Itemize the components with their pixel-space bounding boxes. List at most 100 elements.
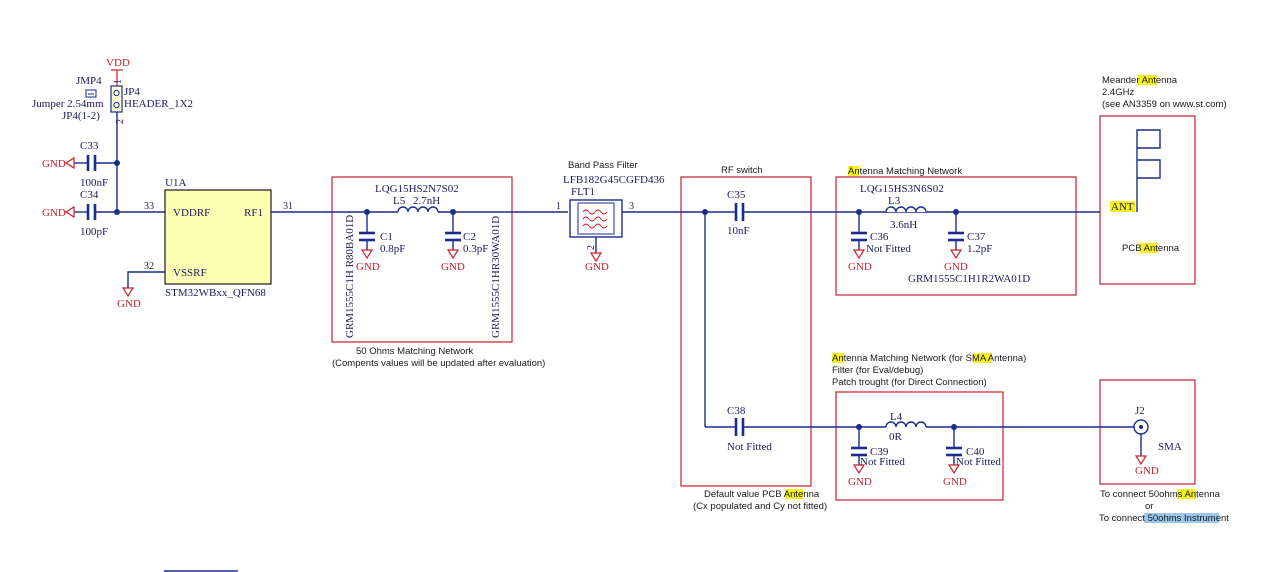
pcb-antenna-box — [1099, 115, 1196, 285]
c38-capacitor: C38 Not Fitted — [727, 405, 772, 453]
pcb-antenna-name: PCB Antenna — [1122, 243, 1180, 254]
l4-ref: L4 — [890, 411, 903, 423]
jp4-ref: JP4 — [124, 86, 140, 98]
sma-note1-post: enna — [1199, 489, 1221, 500]
sma-connector: J2 GND SMA — [1133, 405, 1182, 477]
j2-value: SMA — [1158, 441, 1182, 453]
jmp4-label: JMP4 — [76, 75, 102, 87]
gnd-filter-label: GND — [585, 261, 609, 273]
sma-title-mid: enna Matching Network (for SMA — [846, 353, 988, 364]
ant-match-title: Antenna Matching Network — [848, 166, 962, 177]
gnd-c2-label: GND — [441, 261, 465, 273]
c1-value: 0.8pF — [380, 243, 405, 255]
gnd-c1-label: GND — [356, 261, 380, 273]
sma-connector-box — [1099, 379, 1196, 485]
vdd-symbol: VDD — [106, 57, 130, 86]
c39-value: Not Fitted — [860, 456, 905, 468]
gnd-c33-label: GND — [42, 158, 66, 170]
c40-capacitor: GND C40 Not Fitted — [943, 427, 1001, 488]
c35-value: 10nF — [727, 225, 750, 237]
gnd-u1-label: GND — [117, 298, 141, 310]
rfswitch-footer-hl: Ant — [784, 489, 799, 500]
l5-ref: L5 — [393, 195, 406, 207]
sma-note3-hl: 50ohms Instrument — [1148, 513, 1230, 524]
pcb-antenna-title: Meander Antenna 2.4GHz (see AN3359 on ww… — [1102, 75, 1227, 110]
sma-note2: or — [1145, 501, 1153, 512]
gnd-c34-label: GND — [42, 207, 66, 219]
meander-antenna-symbol — [1136, 129, 1161, 212]
c34-ref: C34 — [80, 189, 99, 201]
filter-pin3: 3 — [629, 201, 634, 212]
c37-capacitor: GND C37 1.2pF — [944, 212, 992, 273]
c33-capacitor: C33 100nF — [74, 140, 117, 189]
svg-text:Default value PCB Antenna: Default value PCB Antenna — [704, 489, 820, 500]
c33-ref: C33 — [80, 140, 99, 152]
ant-label: ANT — [1111, 201, 1134, 213]
matching50-note: (Compents values will be updated after e… — [332, 358, 545, 369]
c2-capacitor: GND C2 0.3pF GRM1555C1HR30WA01D — [441, 212, 502, 338]
c1-capacitor: GND C1 0.8pF GRM1555C1H R80BA01D — [344, 212, 405, 338]
pcb-ant-name-hl: Ant — [1144, 243, 1159, 254]
c36-ref: C36 — [870, 231, 889, 243]
filter-title: Band Pass Filter — [568, 160, 638, 171]
c37-ref: C37 — [967, 231, 986, 243]
l3-ref: L3 — [888, 195, 901, 207]
pcb-ant-name-pre: PCB — [1122, 243, 1144, 254]
l5-inductor — [397, 206, 439, 213]
c33-value: 100nF — [80, 177, 108, 189]
u1a-part: STM32WBxx_QFN68 — [165, 287, 266, 299]
pcb-ant-ref: (see AN3359 on www.st.com) — [1102, 99, 1227, 110]
l4-value: 0R — [889, 431, 903, 443]
sma-matching-box — [835, 391, 1004, 501]
jumper-jp4: JMP4 JP4 HEADER_1X2 Jumper 2.54mm JP4(1-… — [32, 75, 193, 124]
pcb-ant-title-post: enna — [1156, 75, 1178, 86]
c38-value: Not Fitted — [727, 441, 772, 453]
l5-part: LQG15HS2N7S02 — [375, 183, 459, 195]
antenna-matching-box — [835, 176, 1077, 296]
l5-value: 2.7nH — [413, 195, 440, 207]
c2-value: 0.3pF — [463, 243, 488, 255]
sma-note: To connect 50ohms Antenna or To connect … — [1099, 489, 1229, 524]
u1-pin-vddrf: VDDRF — [173, 207, 210, 219]
matching50-title: 50 Ohms Matching Network — [356, 346, 473, 357]
rfswitch-footer: Default value PCB Antenna (Cx populated … — [693, 489, 827, 512]
rfswitch-footer-pre: Default value PCB — [704, 489, 784, 500]
band-pass-filter — [569, 199, 623, 238]
svg-text:PCB Antenna: PCB Antenna — [1122, 243, 1180, 254]
u1-pin-vssrf: VSSRF — [173, 267, 207, 279]
sma-match-title: Antenna Matching Network (for SMA Antenn… — [832, 353, 1026, 388]
u1-pin33-num: 33 — [144, 201, 154, 212]
ant-net-label: ANT — [1110, 201, 1135, 213]
filter-pin2: 2 — [586, 245, 597, 250]
gnd-c39-label: GND — [848, 476, 872, 488]
c39-capacitor: GND C39 Not Fitted — [848, 427, 905, 488]
ant-match-title-hl: Ant — [848, 166, 863, 177]
ant-match-title-post: enna Matching Network — [862, 166, 962, 177]
jumper-desc: Jumper 2.54mm — [32, 98, 104, 110]
svg-text:Antenna Matching Network (for: Antenna Matching Network (for SMA Antenn… — [832, 353, 1026, 364]
u1a-ref: U1A — [165, 177, 186, 189]
u1-pin-rf1: RF1 — [244, 207, 263, 219]
jp4-pin1: 1 — [113, 79, 124, 84]
gnd-c40-label: GND — [943, 476, 967, 488]
gnd-c33: GND — [42, 156, 75, 170]
pcb-ant-freq: 2.4GHz — [1102, 87, 1134, 98]
c37-value: 1.2pF — [967, 243, 992, 255]
u1-pin31-num: 31 — [283, 201, 293, 212]
sma-title-hl2: Ant — [988, 353, 1003, 364]
sma-note1-pre: To connect 50ohms — [1100, 489, 1185, 500]
gnd-filter: GND — [585, 252, 609, 273]
c34-capacitor: C34 100pF — [74, 189, 165, 238]
svg-text:To connect 50ohms Antenna: To connect 50ohms Antenna — [1100, 489, 1221, 500]
sma-note3-pre: To connect — [1099, 513, 1148, 524]
pcb-ant-title-hl: Ant — [1142, 75, 1157, 86]
rfswitch-title: RF switch — [721, 165, 763, 176]
matching-50-box — [331, 176, 513, 343]
sma-note1-hl: Ant — [1185, 489, 1200, 500]
gnd-j2-label: GND — [1135, 465, 1159, 477]
c2-part: GRM1555C1HR30WA01D — [490, 216, 502, 338]
pcb-ant-name-post: enna — [1158, 243, 1180, 254]
sma-title-line3: Patch trought (for Direct Connection) — [832, 377, 987, 388]
gnd-c36-label: GND — [848, 261, 872, 273]
